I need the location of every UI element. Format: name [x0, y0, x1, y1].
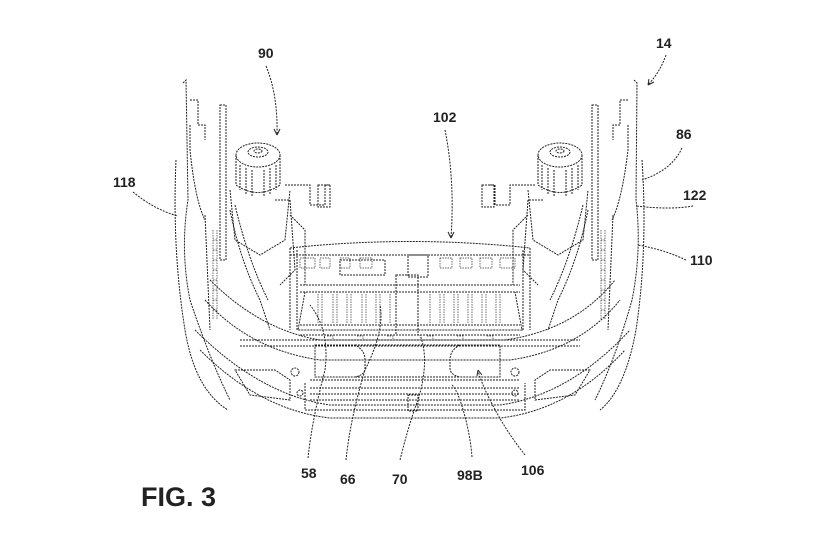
- leader-118: [132, 191, 179, 217]
- ref-label-102: 102: [433, 109, 457, 125]
- ref-label-86: 86: [676, 126, 692, 142]
- ref-label-90: 90: [258, 45, 274, 61]
- ref-label-70: 70: [392, 471, 408, 487]
- leader-66: [345, 304, 382, 461]
- battery-cells: [317, 294, 501, 324]
- ref-label-58: 58: [301, 465, 317, 481]
- leader-lines: [132, 54, 694, 461]
- leader-86: [641, 147, 683, 181]
- ref-label-98B: 98B: [457, 467, 483, 483]
- ref-label-110: 110: [690, 252, 713, 268]
- vehicle-body: [174, 78, 645, 419]
- reference-labels: 14 90 102 86 118 122 110 58 66 70 98B 10…: [113, 35, 713, 487]
- leader-70: [399, 334, 426, 461]
- ref-label-66: 66: [340, 471, 356, 487]
- ref-label-122: 122: [683, 187, 707, 203]
- leader-14: [647, 54, 667, 86]
- leader-110: [637, 244, 687, 261]
- right-strut-assembly: [481, 104, 614, 331]
- leader-122: [635, 205, 694, 209]
- leader-102: [444, 129, 453, 239]
- leader-106: [477, 369, 526, 456]
- left-strut-assembly: [204, 104, 331, 331]
- ref-label-106: 106: [521, 462, 545, 478]
- leader-58: [307, 304, 327, 459]
- figure-title: FIG. 3: [141, 482, 216, 512]
- center-assembly: [240, 241, 580, 412]
- leader-98B: [451, 384, 473, 458]
- ref-label-14: 14: [656, 35, 672, 51]
- ref-label-118: 118: [113, 174, 136, 190]
- leader-90: [265, 65, 278, 136]
